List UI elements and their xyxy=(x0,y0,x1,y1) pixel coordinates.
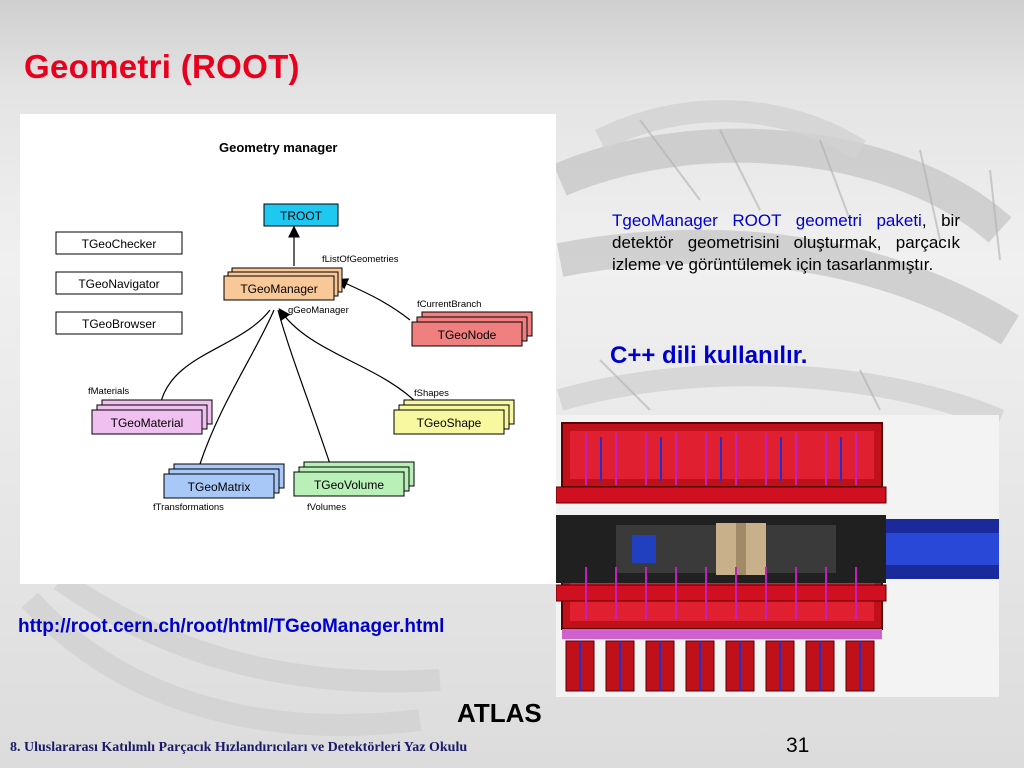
geometry-manager-diagram: Geometry manager fListOfGeometries fCurr… xyxy=(20,114,556,584)
edge-label-fshapes: fShapes xyxy=(414,388,449,399)
footer-text: 8. Uluslararası Katılımlı Parçacık Hızla… xyxy=(10,740,468,755)
edge-label-fcurrentbranch: fCurrentBranch xyxy=(417,299,481,310)
atlas-detector-image xyxy=(556,415,999,697)
tgeomanager-doc-link[interactable]: http://root.cern.ch/root/html/TGeoManage… xyxy=(18,616,445,637)
edge-matrix-to-manager xyxy=(199,309,275,465)
edge-node-to-manager xyxy=(335,278,411,321)
muon-chambers-top xyxy=(585,433,857,485)
node-tgeomatrix: TGeoMatrix xyxy=(163,463,285,499)
slide-title: Geometri (ROOT) xyxy=(24,48,300,85)
description-paragraph: TgeoManager ROOT geometri paketi, bir de… xyxy=(612,210,960,276)
page-number: 31 xyxy=(786,734,810,757)
node-troot: TROOT xyxy=(263,203,339,227)
node-tgeomaterial: TGeoMaterial xyxy=(91,399,213,435)
edge-material-to-manager xyxy=(159,309,271,407)
edge-label-flistofgeometries: fListOfGeometries xyxy=(322,254,399,265)
edge-label-fvolumes: fVolumes xyxy=(307,502,346,513)
node-tgeoshape: TGeoShape xyxy=(393,399,515,435)
node-tgeomanager: TGeoManager xyxy=(223,267,343,301)
node-tgeovolume: TGeoVolume xyxy=(293,461,415,497)
node-tgeonode-label: TGeoNode xyxy=(438,328,497,342)
node-tgeochecker: TGeoChecker xyxy=(55,231,183,255)
support-feet xyxy=(565,640,875,692)
node-tgeonode: TGeoNode xyxy=(411,311,533,347)
node-tgeonavigator: TGeoNavigator xyxy=(55,271,183,295)
node-tgeomanager-label: TGeoManager xyxy=(240,282,317,296)
description-highlight: TgeoManager ROOT geometri paketi xyxy=(612,211,922,230)
edge-label-ggeomanager: gGeoManager xyxy=(288,305,349,316)
edge-label-fmaterials: fMaterials xyxy=(88,386,129,397)
edge-label-ftransformations: fTransformations xyxy=(153,502,224,513)
node-tgeobrowser: TGeoBrowser xyxy=(55,311,183,335)
edge-volume-to-manager xyxy=(277,309,331,465)
node-tgeonavigator-label: TGeoNavigator xyxy=(78,277,159,291)
node-tgeovolume-label: TGeoVolume xyxy=(314,478,384,492)
node-tgeomatrix-label: TGeoMatrix xyxy=(188,480,251,494)
atlas-caption: ATLAS xyxy=(457,698,542,728)
description-body: , bir detektör geometrisini oluşturmak, … xyxy=(612,211,960,274)
diagram-heading: Geometry manager xyxy=(219,140,338,155)
node-tgeobrowser-label: TGeoBrowser xyxy=(82,317,156,331)
node-troot-label: TROOT xyxy=(280,209,323,223)
cpp-note: C++ dili kullanılır. xyxy=(610,342,808,369)
muon-chambers-bottom xyxy=(585,567,857,619)
node-tgeoshape-label: TGeoShape xyxy=(417,416,482,430)
node-tgeomaterial-label: TGeoMaterial xyxy=(111,416,184,430)
edge-shape-to-manager xyxy=(278,308,421,407)
node-tgeochecker-label: TGeoChecker xyxy=(82,237,157,251)
